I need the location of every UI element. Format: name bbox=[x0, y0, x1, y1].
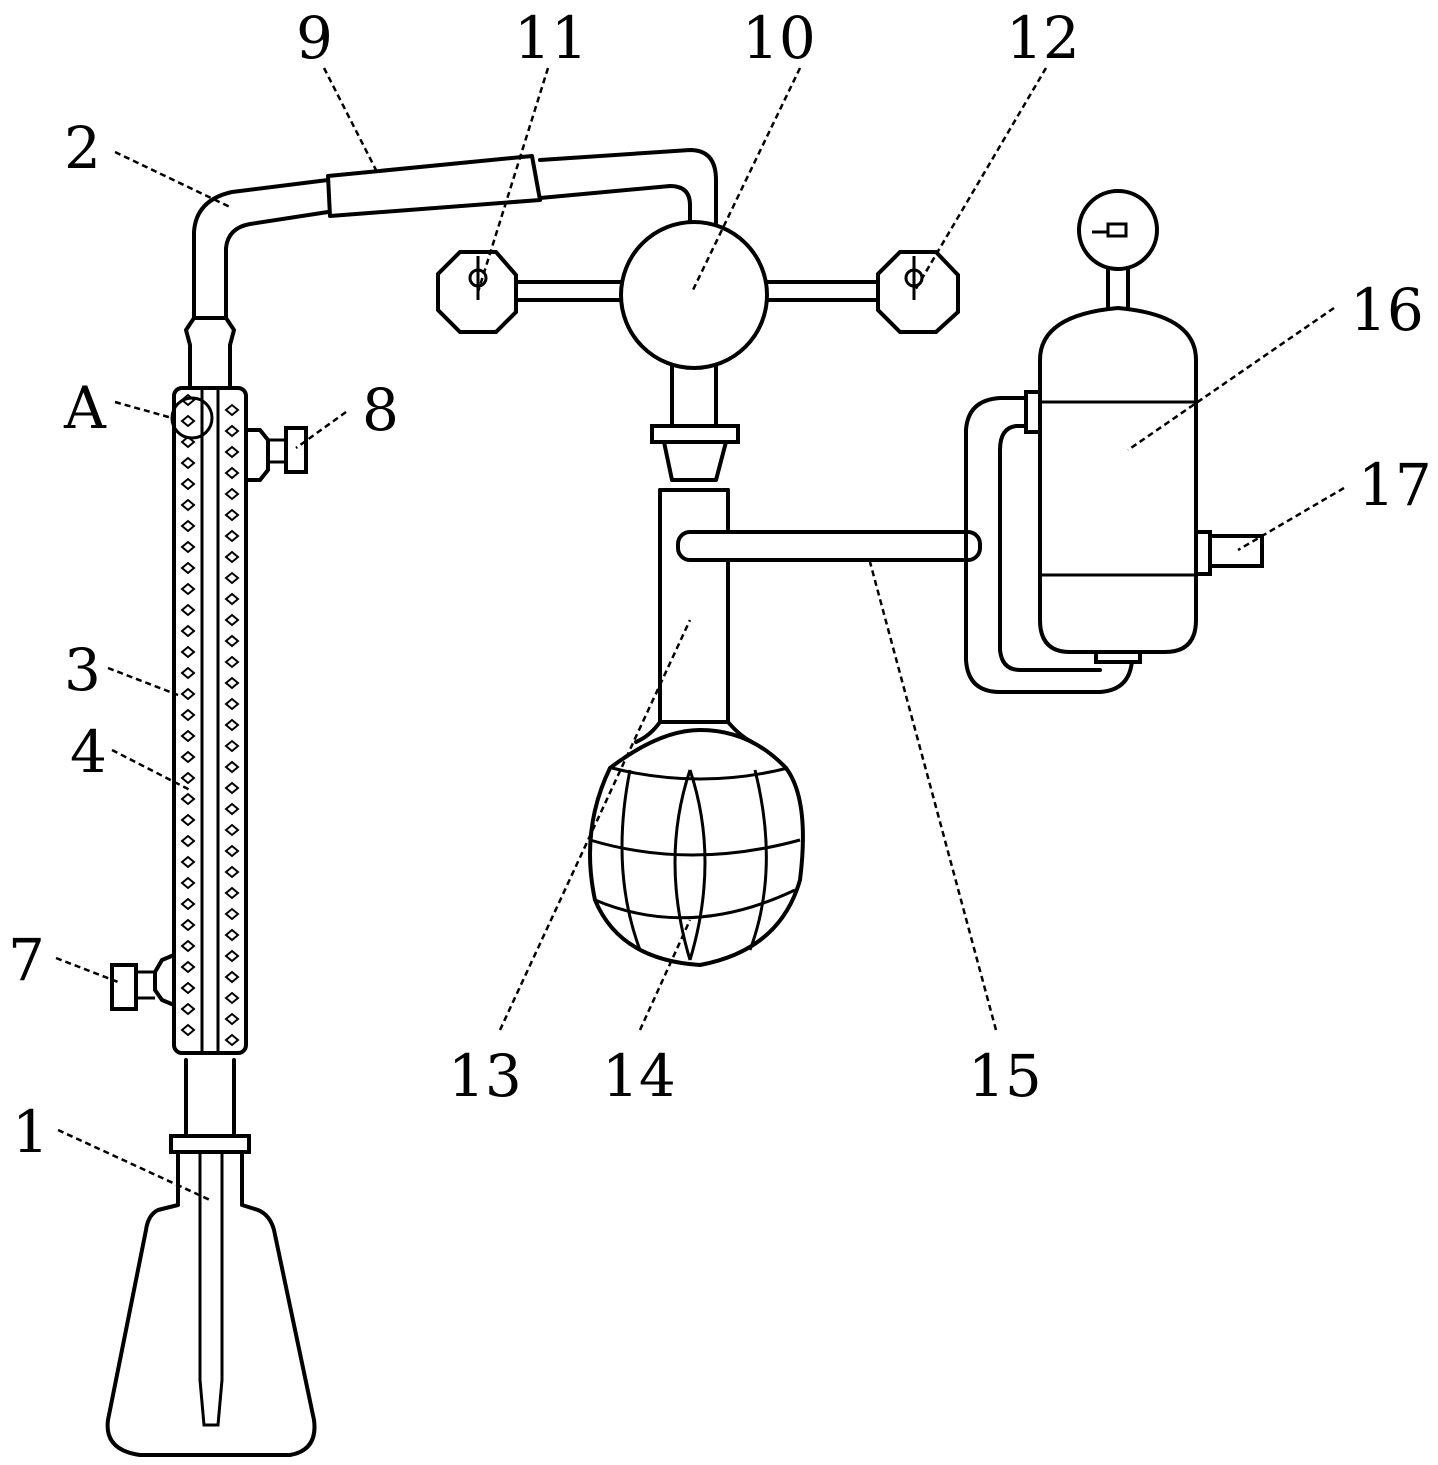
label-15: 15 bbox=[968, 1042, 1042, 1110]
label-2: 2 bbox=[64, 114, 101, 182]
coil-turn bbox=[180, 666, 196, 680]
coil-turn bbox=[180, 498, 196, 512]
condenser bbox=[110, 386, 308, 1055]
coil-turn bbox=[224, 508, 240, 522]
coil-turn bbox=[224, 991, 240, 1005]
coil-turn bbox=[224, 760, 240, 774]
coil-turn bbox=[180, 1002, 196, 1016]
coil-turn bbox=[224, 802, 240, 816]
label-7: 7 bbox=[8, 926, 45, 994]
coil-turn bbox=[224, 928, 240, 942]
coil-turn bbox=[180, 561, 196, 575]
coil-turn bbox=[224, 823, 240, 837]
coil-turn bbox=[224, 634, 240, 648]
conical-flask bbox=[105, 1058, 317, 1457]
coil-turn bbox=[224, 1033, 240, 1047]
coil-turn bbox=[224, 886, 240, 900]
label-12: 12 bbox=[1006, 4, 1080, 72]
coil-turn bbox=[180, 414, 196, 428]
coil-turn bbox=[180, 645, 196, 659]
delivery-tube bbox=[184, 148, 718, 390]
coil-turn bbox=[180, 897, 196, 911]
coil-turn bbox=[224, 592, 240, 606]
coil-turn bbox=[180, 960, 196, 974]
coil-turn bbox=[180, 771, 196, 785]
label-8: 8 bbox=[362, 376, 399, 444]
leader-lines bbox=[55, 67, 1345, 1202]
vacuum-tank bbox=[964, 189, 1264, 694]
coil-turn bbox=[224, 424, 240, 438]
coil-turn bbox=[180, 834, 196, 848]
coil-turn bbox=[180, 477, 196, 491]
coil-turn bbox=[180, 918, 196, 932]
coil bbox=[180, 393, 240, 1047]
coil-turn bbox=[224, 487, 240, 501]
coil-turn bbox=[180, 582, 196, 596]
coil-turn bbox=[180, 939, 196, 953]
coil-turn bbox=[180, 1023, 196, 1037]
coil-turn bbox=[180, 393, 196, 407]
horizontal-pipe bbox=[676, 530, 982, 562]
coil-turn bbox=[180, 792, 196, 806]
coil-turn bbox=[180, 540, 196, 554]
coil-turn bbox=[224, 655, 240, 669]
label-A: A bbox=[63, 374, 107, 442]
label-9: 9 bbox=[296, 4, 333, 72]
label-17: 17 bbox=[1358, 451, 1432, 519]
label-4: 4 bbox=[70, 718, 107, 786]
coil-turn bbox=[180, 981, 196, 995]
coil-turn bbox=[180, 876, 196, 890]
coil-turn bbox=[224, 970, 240, 984]
coil-turn bbox=[180, 855, 196, 869]
coil-turn bbox=[224, 445, 240, 459]
coil-turn bbox=[224, 739, 240, 753]
labels: 1 2 3 4 A 7 8 9 10 11 12 13 14 15 16 17 bbox=[8, 4, 1432, 1166]
coil-turn bbox=[180, 750, 196, 764]
coil-turn bbox=[180, 519, 196, 533]
coil-turn bbox=[180, 708, 196, 722]
label-14: 14 bbox=[602, 1042, 676, 1110]
label-10: 10 bbox=[742, 4, 816, 72]
coil-turn bbox=[180, 624, 196, 638]
drying-tube bbox=[588, 488, 805, 968]
coil-turn bbox=[224, 844, 240, 858]
coil-turn bbox=[180, 687, 196, 701]
coil-turn bbox=[224, 403, 240, 417]
coil-turn bbox=[224, 697, 240, 711]
coil-turn bbox=[224, 613, 240, 627]
label-3: 3 bbox=[64, 636, 101, 704]
label-1: 1 bbox=[12, 1098, 49, 1166]
coil-turn bbox=[224, 907, 240, 921]
coil-turn bbox=[224, 550, 240, 564]
manifold bbox=[436, 220, 960, 482]
label-16: 16 bbox=[1350, 276, 1424, 344]
label-11: 11 bbox=[514, 4, 588, 72]
coil-turn bbox=[180, 813, 196, 827]
coil-turn bbox=[224, 676, 240, 690]
coil-turn bbox=[180, 729, 196, 743]
coil-turn bbox=[224, 781, 240, 795]
coil-turn bbox=[224, 571, 240, 585]
coil-turn bbox=[224, 949, 240, 963]
coil-turn bbox=[224, 718, 240, 732]
coil-turn bbox=[224, 865, 240, 879]
coil-turn bbox=[180, 435, 196, 449]
coil-turn bbox=[224, 1012, 240, 1026]
coil-turn bbox=[180, 456, 196, 470]
coil-turn bbox=[224, 466, 240, 480]
label-13: 13 bbox=[448, 1042, 522, 1110]
coil-turn bbox=[224, 529, 240, 543]
coil-turn bbox=[180, 603, 196, 617]
